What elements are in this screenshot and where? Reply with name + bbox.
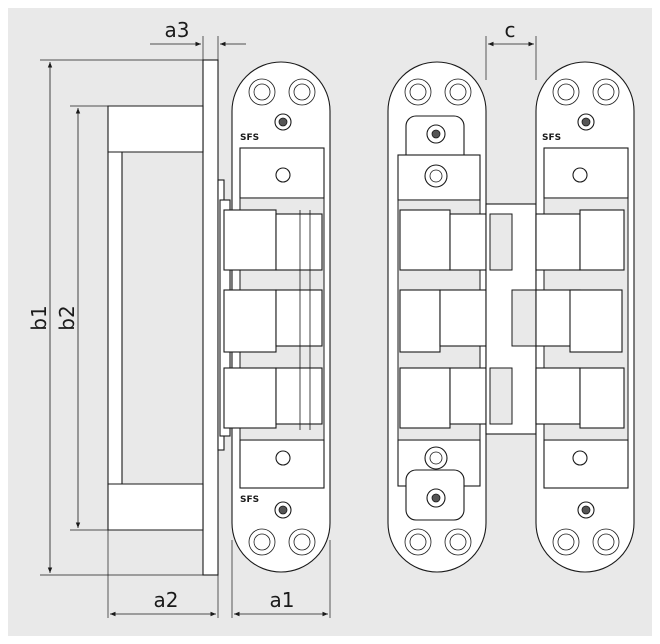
dim-b2-label: b2 (55, 305, 79, 330)
brand-mark-top: SFS (240, 133, 259, 143)
front-view-open: SFS c (387, 18, 635, 573)
brand-mark-bottom: SFS (240, 495, 259, 505)
brand-mark-center-top: SFS (542, 133, 561, 143)
dim-a2-label: a2 (154, 588, 179, 612)
dim-b1-label: b1 (27, 305, 51, 330)
front-view-leaf: SFS SFS (223, 61, 331, 573)
dim-c-label: c (505, 18, 516, 42)
dim-a3-label: a3 (165, 18, 190, 42)
dim-a1-label: a1 (270, 588, 295, 612)
